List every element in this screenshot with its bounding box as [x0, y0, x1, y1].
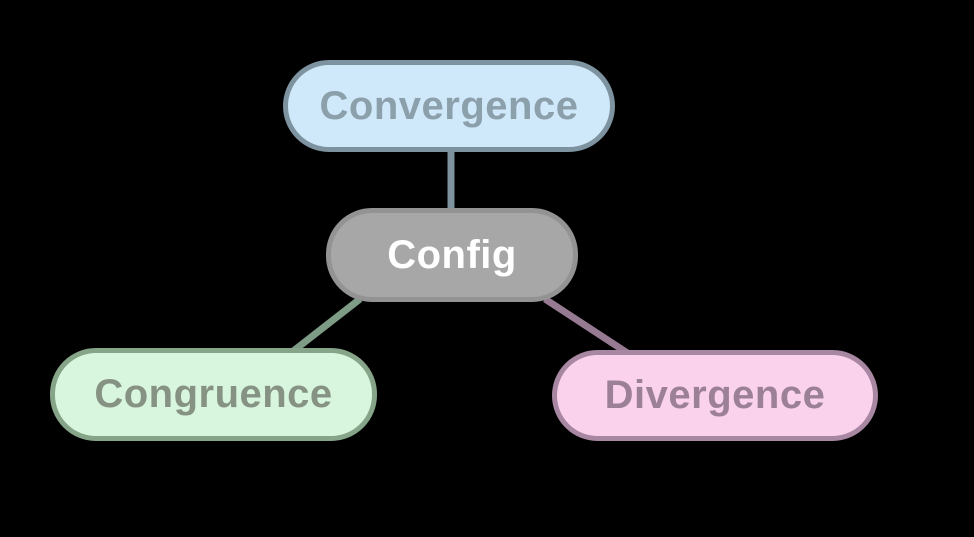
node-divergence: Divergence — [552, 350, 878, 441]
edge-config-congruence — [289, 296, 363, 355]
node-convergence-label: Convergence — [319, 83, 579, 128]
node-divergence-label: Divergence — [604, 373, 826, 417]
node-congruence-label: Congruence — [94, 372, 333, 416]
node-congruence: Congruence — [50, 348, 377, 441]
node-convergence: Convergence — [283, 60, 615, 152]
edge-config-divergence — [543, 296, 631, 357]
node-config: Config — [326, 208, 578, 302]
node-config-label: Config — [387, 232, 517, 277]
